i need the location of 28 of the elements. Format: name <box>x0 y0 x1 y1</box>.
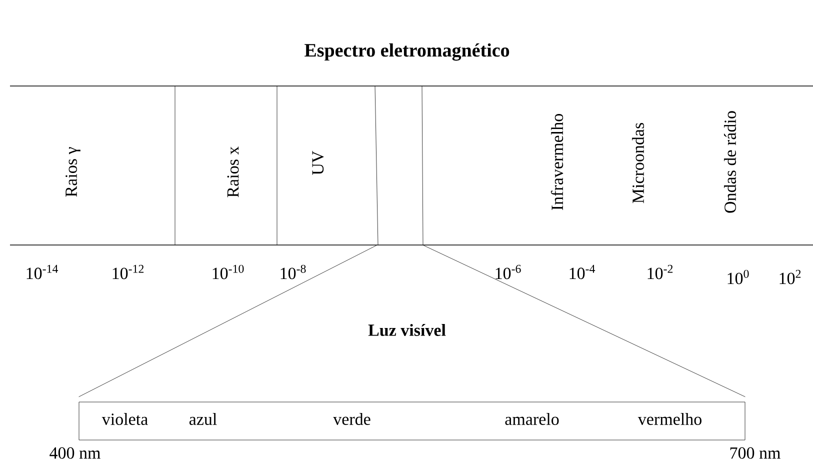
wavelength-tick-label: 10$^{0}$ <box>728 270 749 284</box>
color-name: violeta <box>102 413 148 425</box>
color-name: vermelho <box>638 413 702 425</box>
zoom-line <box>423 245 746 397</box>
band-label: UV <box>312 150 324 175</box>
visible-spectrum-box <box>78 402 746 440</box>
band-label: Microondas <box>632 123 644 204</box>
wavelength-tick-label: 10$^{-12}$ <box>112 264 144 280</box>
wavelength-tick-label: 10$^{-2}$ <box>648 264 673 280</box>
band-label: Ondas de rádio <box>724 111 736 213</box>
section-heading: Luz visível <box>368 324 446 336</box>
color-name: verde <box>333 413 370 425</box>
wavelength-tick-label: 10$^{-14}$ <box>26 264 58 280</box>
band-label: Infravermelho <box>550 114 564 210</box>
zoom-line <box>78 245 377 397</box>
band-label: Raios x <box>227 146 239 198</box>
wavelength-label: 400 nm <box>50 447 100 459</box>
color-name: azul <box>189 413 217 425</box>
wavelength-tick-label: 10$^{2}$ <box>780 270 801 284</box>
wavelength-label: 700 nm <box>730 447 780 459</box>
band-label: Raios γ <box>66 147 80 197</box>
wavelength-tick-label: 10$^{-6}$ <box>496 264 521 280</box>
color-name: amarelo <box>505 413 559 425</box>
wavelength-tick-label: 10$^{-8}$ <box>280 264 306 280</box>
visible-band <box>374 86 424 246</box>
wavelength-tick-label: 10$^{-10}$ <box>212 264 244 280</box>
title: Espectro eletromagnético <box>304 43 510 61</box>
wavelength-tick-label: 10$^{-4}$ <box>570 264 596 280</box>
